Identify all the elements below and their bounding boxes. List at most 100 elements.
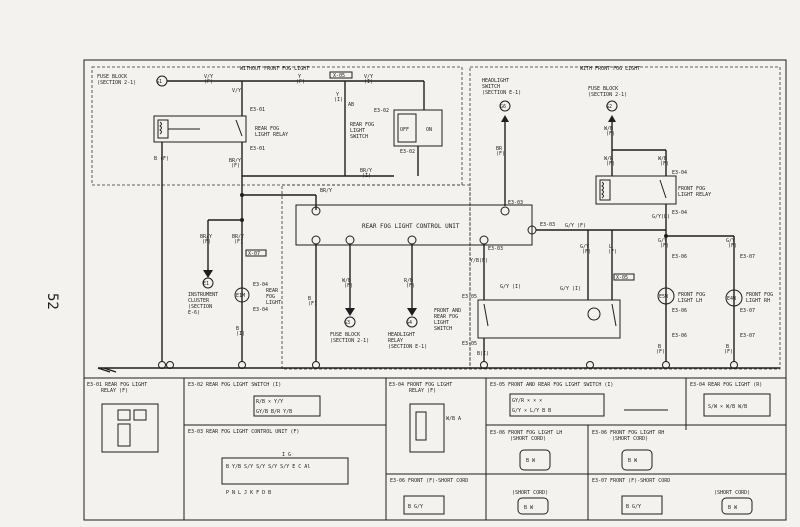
wire-bry-f: BR/Y(F) bbox=[229, 158, 241, 169]
fr-row2: G/Y × L/Y B B bbox=[512, 408, 551, 414]
cu-pin-a bbox=[311, 206, 321, 216]
wire-bry-b2: BR/Y(F) bbox=[232, 234, 244, 245]
wire-gy-i2: G/Y (I) bbox=[560, 286, 581, 292]
conn-e306c-lh: E3-06 bbox=[672, 333, 687, 339]
svg-text:X-05: X-05 bbox=[333, 73, 345, 79]
panel-e307-front: E3-07 FRONT (F)-SHORT CORD bbox=[592, 478, 670, 484]
wire-b-f: B(F) bbox=[308, 296, 317, 307]
conn-e304-right: E3-04 bbox=[672, 170, 687, 176]
wire-vy-f: V/Y(F) bbox=[204, 74, 213, 85]
pin-e1m: E1M bbox=[236, 293, 245, 299]
panel-e304-rear: E3-04 REAR FOG LIGHT (R) bbox=[690, 382, 762, 388]
panel-e302: E3-02 REAR FOG LIGHT SWITCH (I) bbox=[188, 382, 281, 388]
conn-e303-mid: E3-03 bbox=[488, 246, 503, 252]
panel-e306-lh: E3-06 FRONT FOG LIGHT LH(SHORT CORD) bbox=[490, 430, 562, 442]
svg-text:G/Y(F): G/Y(F) bbox=[726, 238, 737, 249]
b-w3: B W bbox=[524, 505, 534, 511]
wire-gy-l: G/Y(L) bbox=[652, 214, 670, 220]
panel-e303: E3-03 REAR FOG LIGHT CONTROL UNIT (F) bbox=[188, 429, 299, 435]
switch-off-label: OFF bbox=[400, 127, 409, 133]
rear-fog-light-control-unit bbox=[295, 204, 533, 246]
conn-e304-left: E3-04 bbox=[253, 282, 268, 288]
short-cord-1: (SHORT CORD) bbox=[512, 490, 548, 496]
fuse-block-bottom: FUSE BLOCK(SECTION 2-1) bbox=[330, 332, 369, 344]
conn-e302-top: E3-02 bbox=[374, 108, 389, 114]
wire-l-f: L(F) bbox=[608, 244, 617, 255]
without-front-fog-region bbox=[91, 66, 463, 186]
svg-text:W/B(F): W/B(F) bbox=[658, 156, 669, 167]
rear-fog-light-lamp bbox=[234, 287, 250, 303]
panel-e306-front: E3-06 FRONT (F)-SHORT CORD bbox=[390, 478, 468, 484]
svg-text:B(F): B(F) bbox=[724, 344, 733, 355]
front-fog-light-rh bbox=[725, 289, 743, 307]
cu-row1: B Y/B S/Y S/Y S/Y S/Y E C Al bbox=[226, 464, 310, 470]
cu-pin-d bbox=[311, 235, 321, 245]
pin-g3: G3 bbox=[344, 320, 350, 326]
cu-pin-f bbox=[407, 235, 417, 245]
pin-g4: G4 bbox=[406, 320, 412, 326]
cu-pin-b bbox=[500, 206, 510, 216]
conn-e307b-rh: E3-07 bbox=[740, 308, 755, 314]
conn-e301-bottom: E3-01 bbox=[250, 146, 265, 152]
pin-g6: G6 bbox=[500, 104, 506, 110]
conn-e302-bottom: E3-02 bbox=[400, 149, 415, 155]
sw-row1: R/B × Y/Y bbox=[256, 399, 283, 405]
svg-text:G/Y(F): G/Y(F) bbox=[658, 238, 669, 249]
wire-b-i2: B(I) bbox=[236, 326, 245, 337]
panel-e305: E3-05 FRONT AND REAR FOG LIGHT SWITCH (I… bbox=[490, 382, 613, 388]
short-cord-2: (SHORT CORD) bbox=[714, 490, 750, 496]
wire-gy-f2: G/Y (F) bbox=[565, 223, 586, 229]
svg-text:B G/Y: B G/Y bbox=[626, 504, 641, 510]
fr-row1: GY/R × × × bbox=[512, 398, 542, 404]
wire-vy-i: V/Y(I) bbox=[364, 74, 373, 85]
fuse-node-right bbox=[606, 100, 618, 112]
pin-e1: E1 bbox=[203, 281, 209, 287]
wire-y-f: Y(F) bbox=[296, 74, 305, 85]
header-without: WITHOUT FRONT FOG LIGHT bbox=[240, 66, 309, 72]
cu-row2: P N L J K F D B bbox=[226, 490, 271, 496]
front-rear-fog-light-switch[interactable] bbox=[477, 299, 621, 339]
pin-g1: G1 bbox=[156, 79, 162, 85]
wire-gy-i: G/Y (I) bbox=[500, 284, 521, 290]
wire-b-f-left: B (F) bbox=[154, 156, 169, 162]
wire-vy: V/Y bbox=[232, 88, 241, 94]
conn-e303-right: E3-03 bbox=[540, 222, 555, 228]
conn-e305-top: E3-05 bbox=[462, 294, 477, 300]
svg-text:E3-07: E3-07 bbox=[740, 333, 755, 339]
wire-gy-f: G/Y(F) bbox=[580, 244, 591, 255]
pin-g2: G2 bbox=[606, 104, 612, 110]
front-fog-light-relay bbox=[595, 175, 677, 205]
wire-b-i: B(I) bbox=[477, 351, 489, 357]
switch-on-label: ON bbox=[426, 127, 432, 133]
conn-e304b-left: E3-04 bbox=[253, 307, 268, 313]
cu-pin-h bbox=[479, 235, 489, 245]
conn-e304d-right: E3-04 bbox=[672, 210, 687, 216]
page-number: 52 bbox=[44, 293, 60, 310]
b-gy: B G/Y bbox=[408, 504, 423, 510]
svg-text:B(F): B(F) bbox=[656, 344, 665, 355]
control-unit-label: REAR FOG LIGHT CONTROL UNIT bbox=[362, 223, 460, 230]
front-fog-light-lh bbox=[657, 287, 675, 305]
wire-y-i: Y(I) bbox=[334, 92, 343, 103]
wire-rb-f: R/B(F) bbox=[404, 278, 415, 289]
sw-row2: GY/B B/R Y/B bbox=[256, 409, 292, 415]
relay-pins: W/B A bbox=[446, 416, 461, 422]
wire-bry-b: BR/Y(F) bbox=[200, 234, 212, 245]
header-with: WITH FRONT FOG LIGHT bbox=[580, 66, 640, 72]
conn-e303-top: E3-03 bbox=[508, 200, 523, 206]
wire-ab: AB bbox=[348, 102, 354, 108]
wire-bry-f2: BR/Y bbox=[320, 188, 332, 194]
pin-e5w: E5W bbox=[659, 294, 669, 300]
instrument-cluster-node bbox=[202, 277, 214, 289]
svg-text:B W: B W bbox=[728, 505, 738, 511]
headlight-relay-node bbox=[406, 316, 418, 328]
conn-e301-top: E3-01 bbox=[250, 107, 265, 113]
